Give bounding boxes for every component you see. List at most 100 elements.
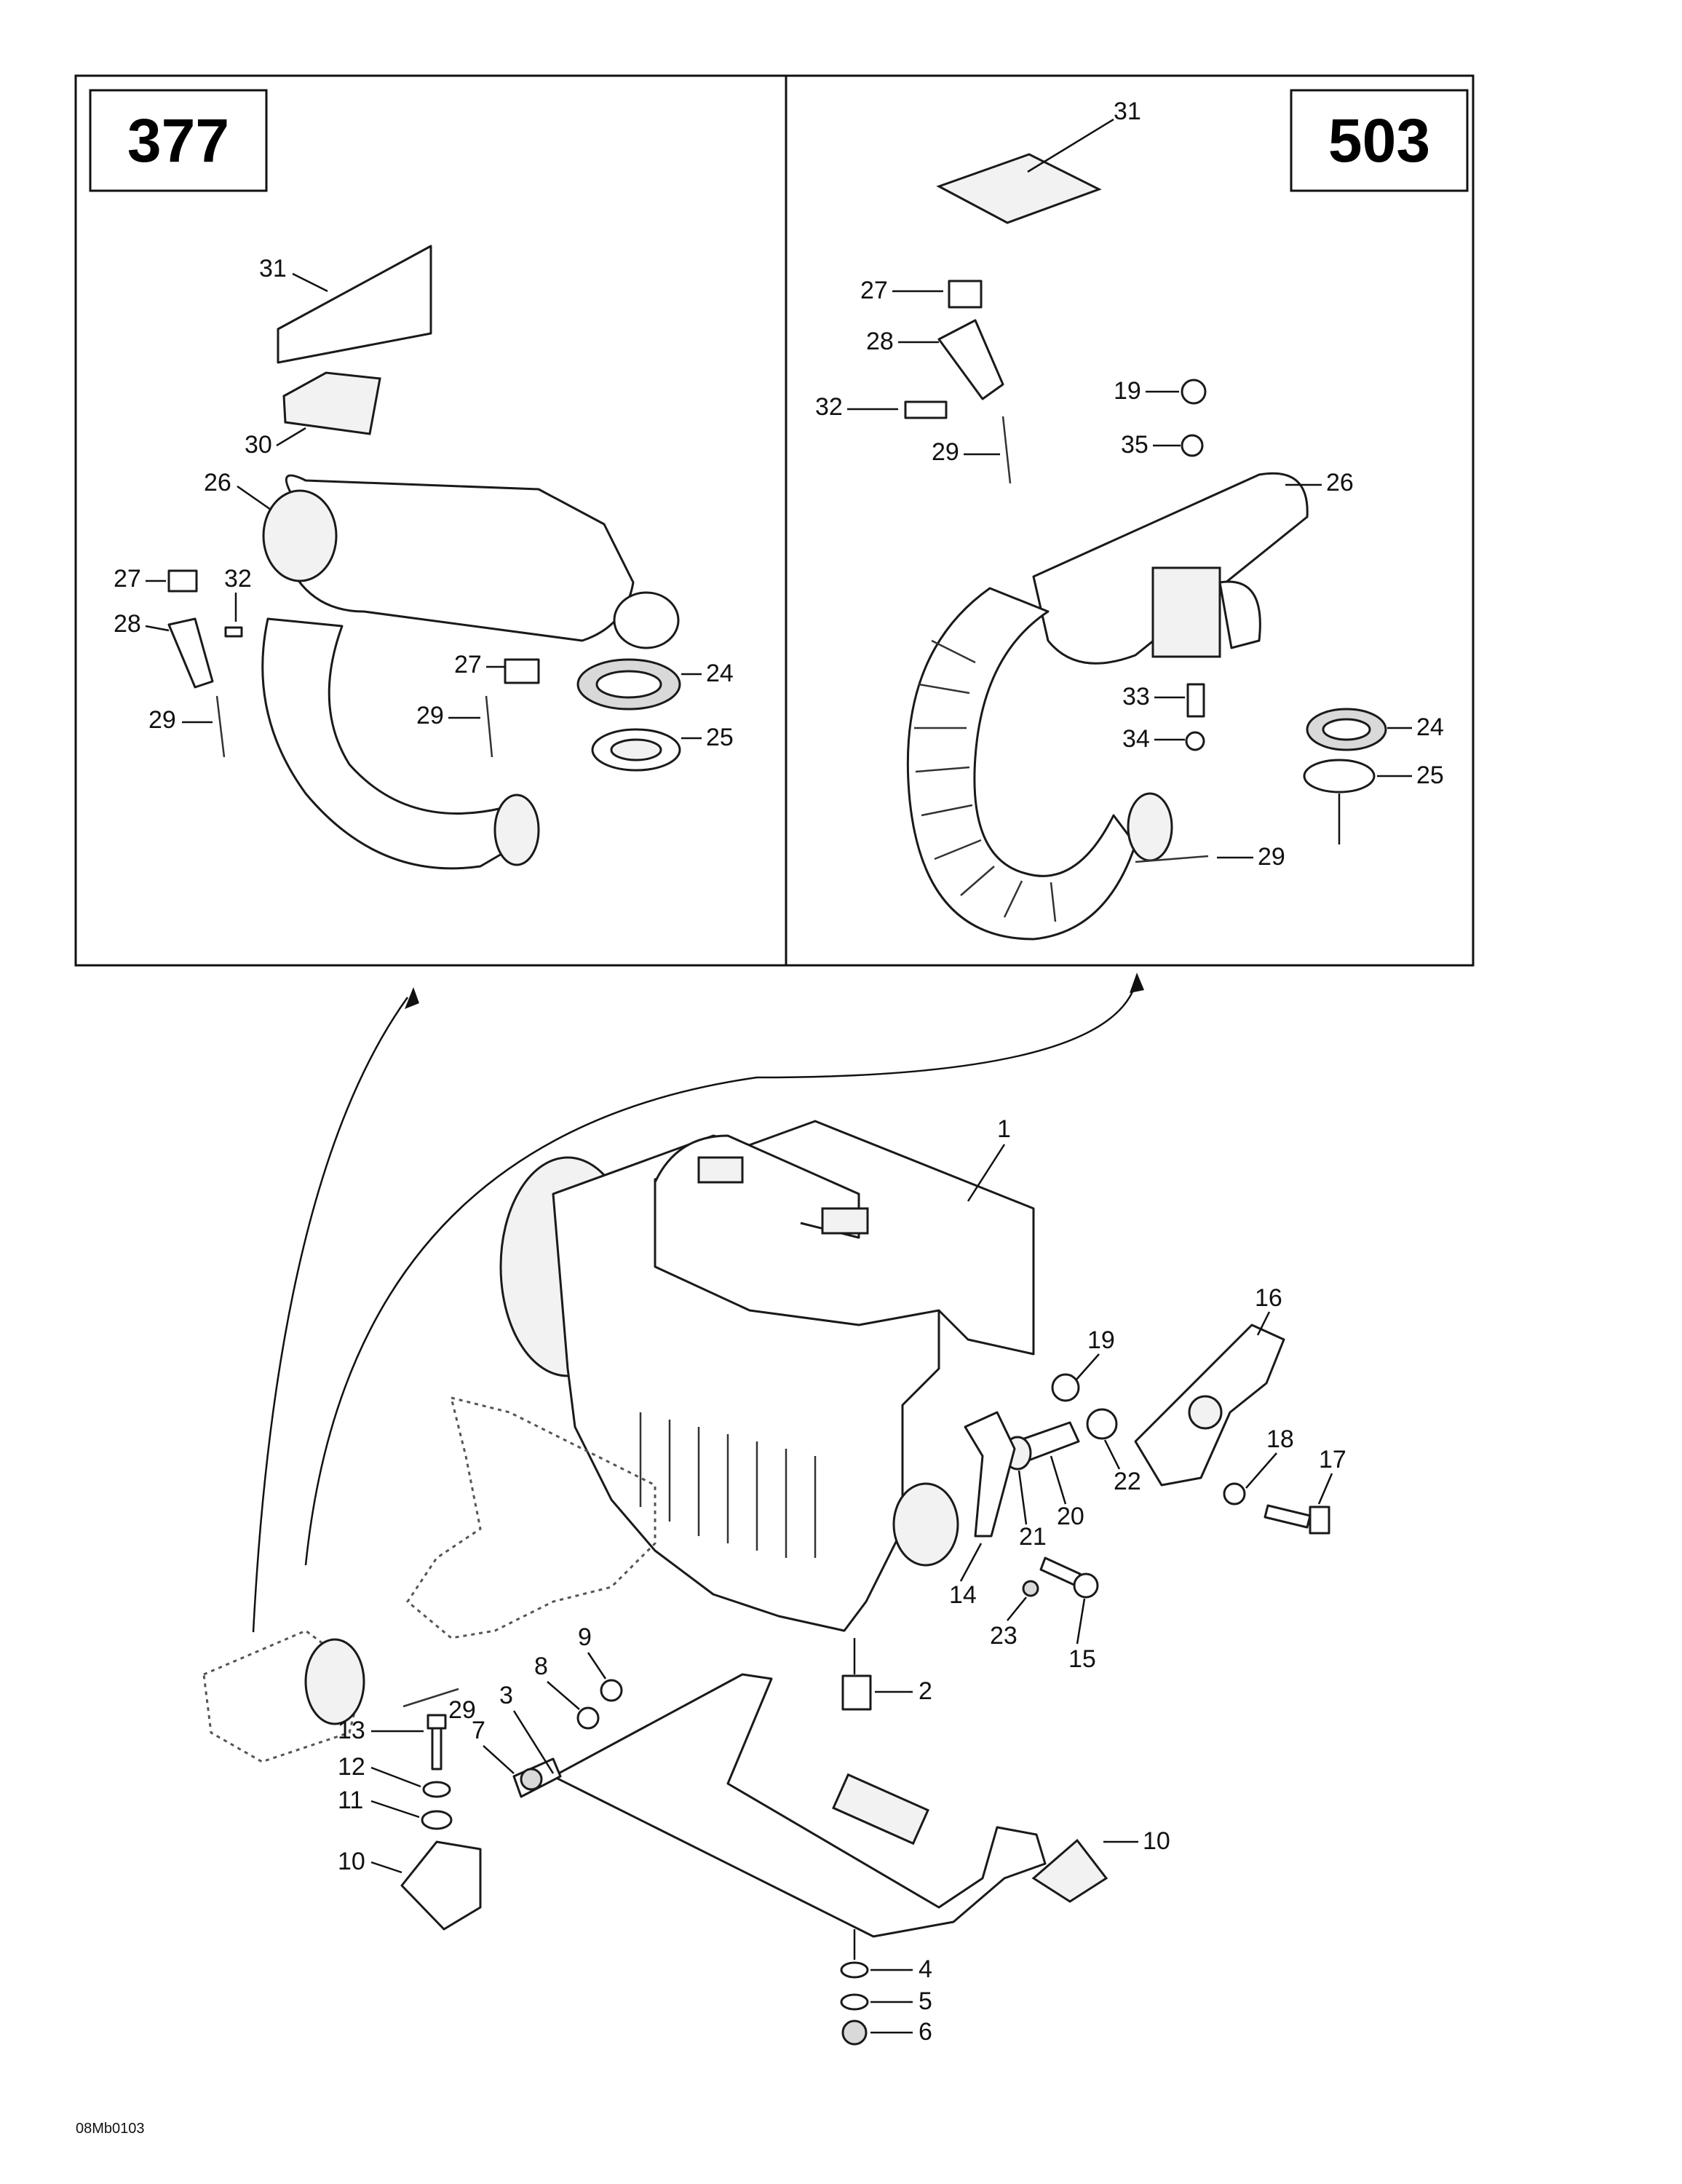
muffler-outlet-left <box>613 591 680 649</box>
flow-arrows <box>252 973 1144 1633</box>
exhaust-pipe-left <box>261 617 517 870</box>
callout-17: 17 <box>1319 1446 1346 1473</box>
bracket-16-hole <box>1188 1395 1223 1430</box>
callout-19-main: 19 <box>1087 1326 1115 1354</box>
callout-10-left: 10 <box>338 1848 365 1875</box>
right-panel-callouts: 31 27 28 32 29 19 35 26 33 34 24 25 29 <box>815 98 1444 871</box>
wedge-10-right <box>1031 1838 1108 1903</box>
base-plate-3 <box>552 1673 1047 1938</box>
engine-503-badge: 503 <box>1328 106 1430 175</box>
callout-21: 21 <box>1019 1523 1047 1551</box>
muffler-flange-right <box>1151 566 1221 658</box>
callout-35-right: 35 <box>1121 431 1149 459</box>
callout-2: 2 <box>919 1677 932 1705</box>
callout-31-left: 31 <box>259 255 287 282</box>
arrow-to-377 <box>252 997 409 1633</box>
spring-29-right-a <box>1001 416 1012 484</box>
exhaust-pipe-ghost <box>202 1629 365 1763</box>
arrow-to-503 <box>304 984 1137 1566</box>
nut-9 <box>600 1679 623 1702</box>
callout-24-left: 24 <box>706 660 734 687</box>
pipe-flange-right <box>1127 792 1173 862</box>
pipe-corrugation-right <box>914 639 1057 922</box>
muffler-26-left <box>282 474 635 642</box>
exhaust-manifold-ghost <box>406 1396 656 1639</box>
callout-19-right: 19 <box>1114 377 1141 405</box>
grommet-27a <box>167 569 198 593</box>
callout-15: 15 <box>1068 1645 1096 1673</box>
pipe-flange-left <box>493 794 540 866</box>
bolt-17 <box>1264 1504 1312 1529</box>
right-panel-parts <box>904 153 1387 941</box>
callout-25-left: 25 <box>706 724 734 751</box>
callout-11: 11 <box>338 1787 363 1814</box>
bracket-28-left <box>167 617 214 689</box>
callout-28-left: 28 <box>114 610 141 638</box>
callout-27-left-b: 27 <box>454 651 482 678</box>
wedge-10-left <box>400 1840 482 1931</box>
main-callouts: 1 16 19 18 17 22 20 21 14 23 15 29 9 8 3… <box>338 1115 1346 2046</box>
spark-cap-b <box>821 1207 869 1235</box>
callout-16: 16 <box>1255 1284 1282 1312</box>
seal-ring-24-left-inner <box>595 670 662 699</box>
arrow-head-377 <box>405 987 419 1009</box>
washer-18 <box>1223 1482 1246 1506</box>
washer-34-right <box>1185 731 1205 751</box>
callout-24-right: 24 <box>1416 713 1444 741</box>
callout-20: 20 <box>1057 1503 1084 1530</box>
spring-29-left-a <box>215 695 226 758</box>
bolt-13 <box>431 1724 443 1770</box>
spring-29-right-b <box>1135 855 1209 863</box>
callout-1: 1 <box>997 1115 1011 1143</box>
left-panel-callouts: 31 30 26 27 32 28 29 27 29 24 25 <box>114 255 734 751</box>
bracket-14 <box>964 1411 1016 1538</box>
bolt-32-right <box>904 400 948 419</box>
rubber-mount-7-core <box>520 1768 543 1791</box>
callout-9: 9 <box>578 1623 592 1651</box>
washer-5 <box>840 1993 869 2011</box>
washer-22 <box>1086 1408 1118 1440</box>
callout-29-main: 29 <box>448 1696 476 1724</box>
callout-14: 14 <box>949 1581 977 1609</box>
seal-ring-24-right-inner <box>1322 718 1371 741</box>
pump-boss <box>892 1482 959 1567</box>
callout-32-right: 32 <box>815 393 843 421</box>
callout-12: 12 <box>338 1753 365 1781</box>
gasket-25-left-inner <box>610 738 662 761</box>
engine-assembly <box>202 1120 1330 2046</box>
base-plate-slot <box>832 1773 929 1845</box>
nut-6 <box>841 2019 868 2046</box>
engine-503-badge-box <box>1290 89 1469 192</box>
callout-31-right: 31 <box>1114 98 1141 125</box>
callout-28-right: 28 <box>866 328 894 355</box>
nut-23 <box>1022 1580 1039 1597</box>
washer-35-right <box>1181 434 1204 457</box>
callout-29-right-b: 29 <box>1258 843 1285 871</box>
exhaust-pipe-right <box>906 587 1137 941</box>
nut-19-main <box>1051 1373 1080 1402</box>
callout-27-left-a: 27 <box>114 565 141 593</box>
callout-7: 7 <box>472 1717 485 1744</box>
grommet-27-right <box>948 280 983 309</box>
nut-19-right <box>1181 379 1207 405</box>
callout-23: 23 <box>990 1622 1017 1650</box>
callout-32-left: 32 <box>224 565 252 593</box>
callout-29-left-b: 29 <box>416 702 444 729</box>
callout-30-left: 30 <box>245 431 272 459</box>
stud-33-right <box>1186 683 1205 718</box>
callout-10-right: 10 <box>1143 1827 1170 1855</box>
washer-12 <box>422 1781 451 1798</box>
gasket-25-right <box>1303 759 1376 794</box>
grommet-27b <box>504 658 540 684</box>
panel-frame <box>74 74 1475 967</box>
engine-377-badge-box <box>89 89 268 192</box>
bolt-32-left <box>224 626 243 638</box>
callout-22: 22 <box>1114 1468 1141 1495</box>
callout-27-right: 27 <box>860 277 888 304</box>
crankcase-fins <box>639 1412 817 1558</box>
bracket-28-right <box>937 319 1004 400</box>
callout-26-right: 26 <box>1326 469 1354 496</box>
spacer-2 <box>841 1674 872 1711</box>
engine-377-badge: 377 <box>127 106 229 175</box>
